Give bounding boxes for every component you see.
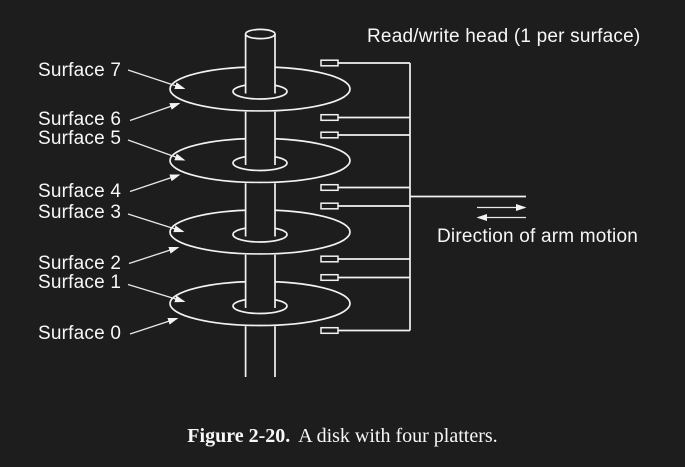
surface-4-arrow [129, 174, 181, 193]
figure-caption: Figure 2-20. A disk with four platters. [0, 423, 685, 449]
read-write-head-icon [320, 255, 339, 263]
read-write-head-label: Read/write head (1 per surface) [367, 26, 641, 47]
surface-4-label: Surface 4 [38, 181, 122, 202]
surface-5-arrow [127, 139, 186, 161]
read-write-head-icon [320, 273, 339, 282]
read-write-head-icon [320, 113, 339, 122]
read-write-head-icon [320, 59, 339, 67]
spindle-bottom [244, 326, 276, 377]
surface-2-label: Surface 2 [38, 253, 122, 274]
figure-caption-text: A disk with four platters. [298, 425, 498, 447]
read-write-head-icon [320, 131, 339, 139]
figure-caption-number: Figure 2-20. [187, 425, 291, 447]
surface-7-arrow [127, 69, 186, 90]
spindle-top-cap [244, 28, 276, 40]
surface-6-arrow [129, 102, 181, 122]
surface-0-label: Surface 0 [38, 323, 122, 344]
surface-6-label: Surface 6 [38, 109, 122, 130]
surface-pointer-arrows [127, 69, 186, 335]
surface-3-arrow [127, 213, 185, 233]
surface-5-label: Surface 5 [38, 128, 122, 149]
surface-7-label: Surface 7 [38, 60, 122, 81]
surface-0-arrow [129, 317, 179, 335]
surface-3-label: Surface 3 [38, 202, 122, 223]
arm-motion-label: Direction of arm motion [437, 226, 639, 247]
read-write-head-icon [320, 183, 339, 192]
read-write-head-icon [320, 202, 339, 210]
read-write-head-icon [320, 326, 339, 335]
surface-2-arrow [128, 246, 180, 265]
surface-1-label: Surface 1 [38, 272, 122, 293]
arm-motion-arrows [476, 204, 527, 221]
spindle-and-platters [169, 28, 351, 377]
head-arm-assembly [320, 59, 526, 335]
read-write-heads [320, 59, 339, 335]
surface-1-arrow [127, 283, 186, 303]
